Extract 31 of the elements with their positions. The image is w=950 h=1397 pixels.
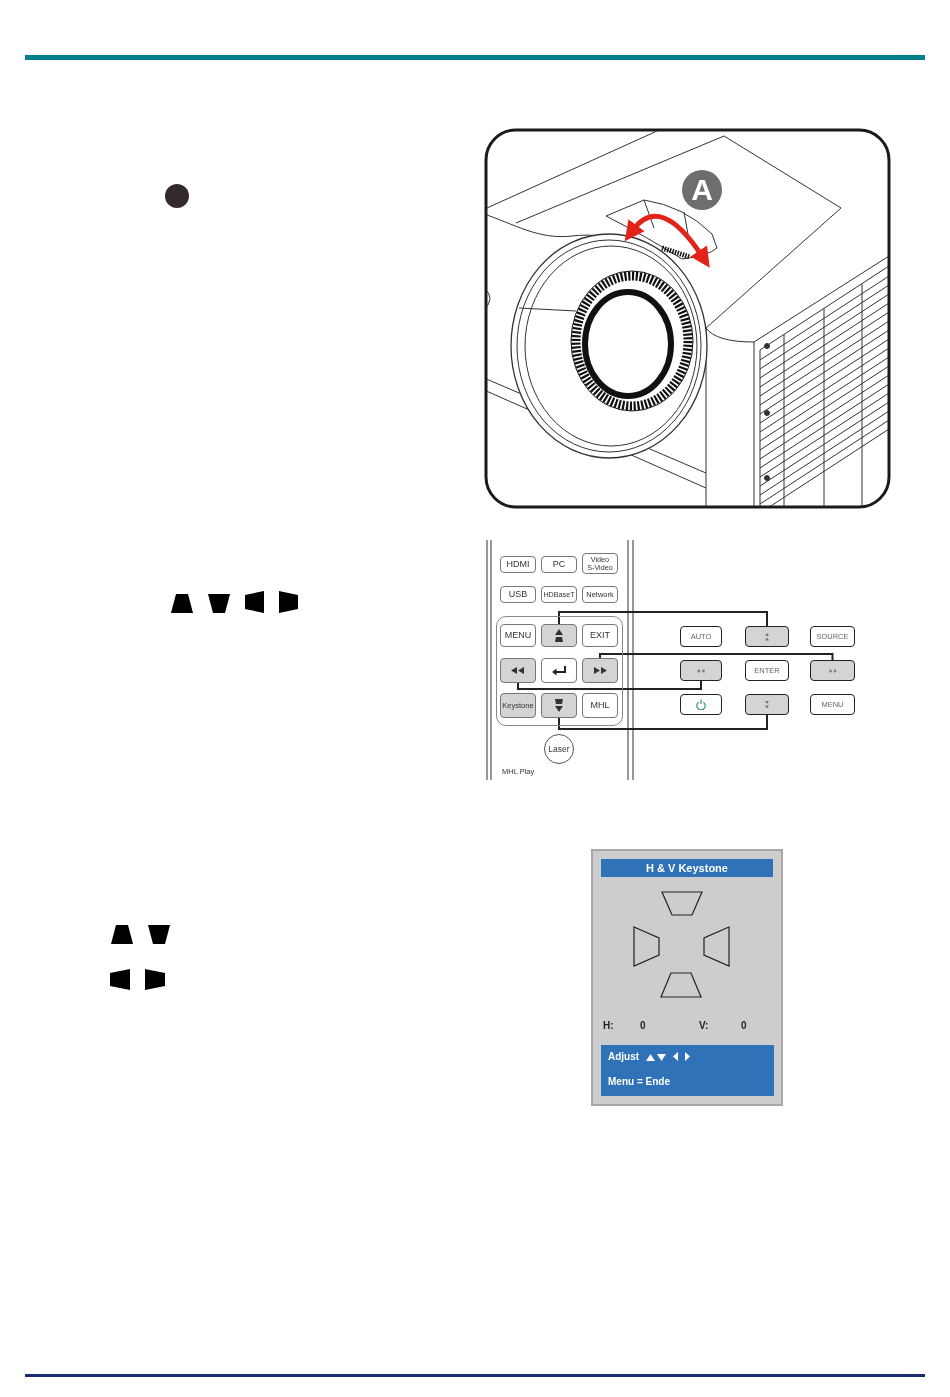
remote-button: PC <box>541 556 577 573</box>
remote-button <box>541 693 577 718</box>
connector-line <box>517 680 702 690</box>
remote-button: MENU <box>500 624 536 647</box>
keypad-button <box>680 694 722 715</box>
value-text: 0 <box>741 1020 747 1032</box>
remote-button: Laser <box>544 734 574 764</box>
value-label: V: <box>699 1020 709 1032</box>
keypad-button <box>680 660 722 681</box>
remote-button: MHL <box>582 693 618 718</box>
connector-line <box>558 714 768 730</box>
remote-button <box>500 658 536 683</box>
value-text: 0 <box>640 1020 646 1032</box>
value-label: H: <box>603 1020 614 1032</box>
menu-title: H & V Keystone <box>601 859 773 877</box>
remote-button: HDMI <box>500 556 536 573</box>
remote-button: USB <box>500 586 536 603</box>
remote-button <box>582 658 618 683</box>
help-text: Menu = Ende <box>608 1076 670 1088</box>
remote-button: EXIT <box>582 624 618 647</box>
connector-line <box>558 611 768 627</box>
keypad-button <box>810 660 855 681</box>
remote-button <box>541 624 577 647</box>
connector-line <box>599 653 834 661</box>
button-group-frame <box>496 616 623 726</box>
keypad-button <box>745 694 789 715</box>
remote-button <box>541 658 577 683</box>
keypad-button <box>745 626 789 647</box>
osd-menu-panel <box>591 849 783 1106</box>
menu-help-panel <box>601 1045 774 1096</box>
help-text: Adjust <box>608 1051 640 1063</box>
